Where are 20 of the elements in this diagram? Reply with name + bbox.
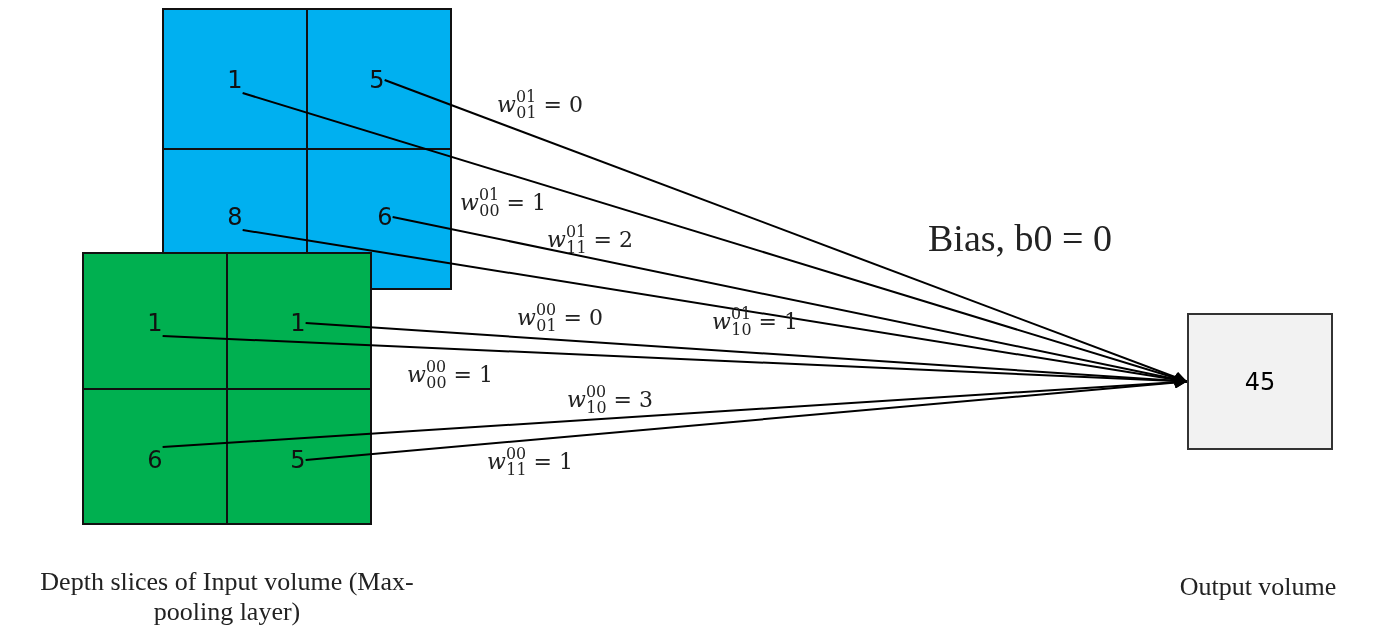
cell-value: 1 bbox=[227, 67, 243, 93]
edge-label: w$^{00}$$_{11}$ = 1 bbox=[487, 446, 573, 478]
output-caption: Output volume bbox=[1179, 572, 1337, 602]
cell-value: 8 bbox=[227, 204, 243, 230]
edge-label: w$^{01}$$_{00}$ = 1 bbox=[460, 187, 546, 219]
edge-label: w$^{00}$$_{00}$ = 1 bbox=[407, 359, 493, 391]
edge-label: w$^{01}$$_{01}$ = 0 bbox=[497, 89, 583, 121]
edge-label: w$^{01}$$_{11}$ = 2 bbox=[547, 224, 633, 256]
depth-slice bbox=[82, 252, 372, 525]
cell-value: 6 bbox=[377, 204, 393, 230]
cell-value: 6 bbox=[147, 447, 163, 473]
input-caption: Depth slices of Input volume (Max-pooling layer) bbox=[39, 567, 415, 627]
cell-value: 5 bbox=[369, 67, 385, 93]
edge-label: w$^{00}$$_{10}$ = 3 bbox=[567, 384, 653, 416]
output-box: 45 bbox=[1187, 313, 1333, 450]
bias-label: Bias, b0 = 0 bbox=[928, 216, 1112, 260]
cell-value: 1 bbox=[290, 310, 306, 336]
edge-label: w$^{00}$$_{01}$ = 0 bbox=[517, 302, 603, 334]
cell-value: 1 bbox=[147, 310, 163, 336]
cell-value: 5 bbox=[290, 447, 306, 473]
